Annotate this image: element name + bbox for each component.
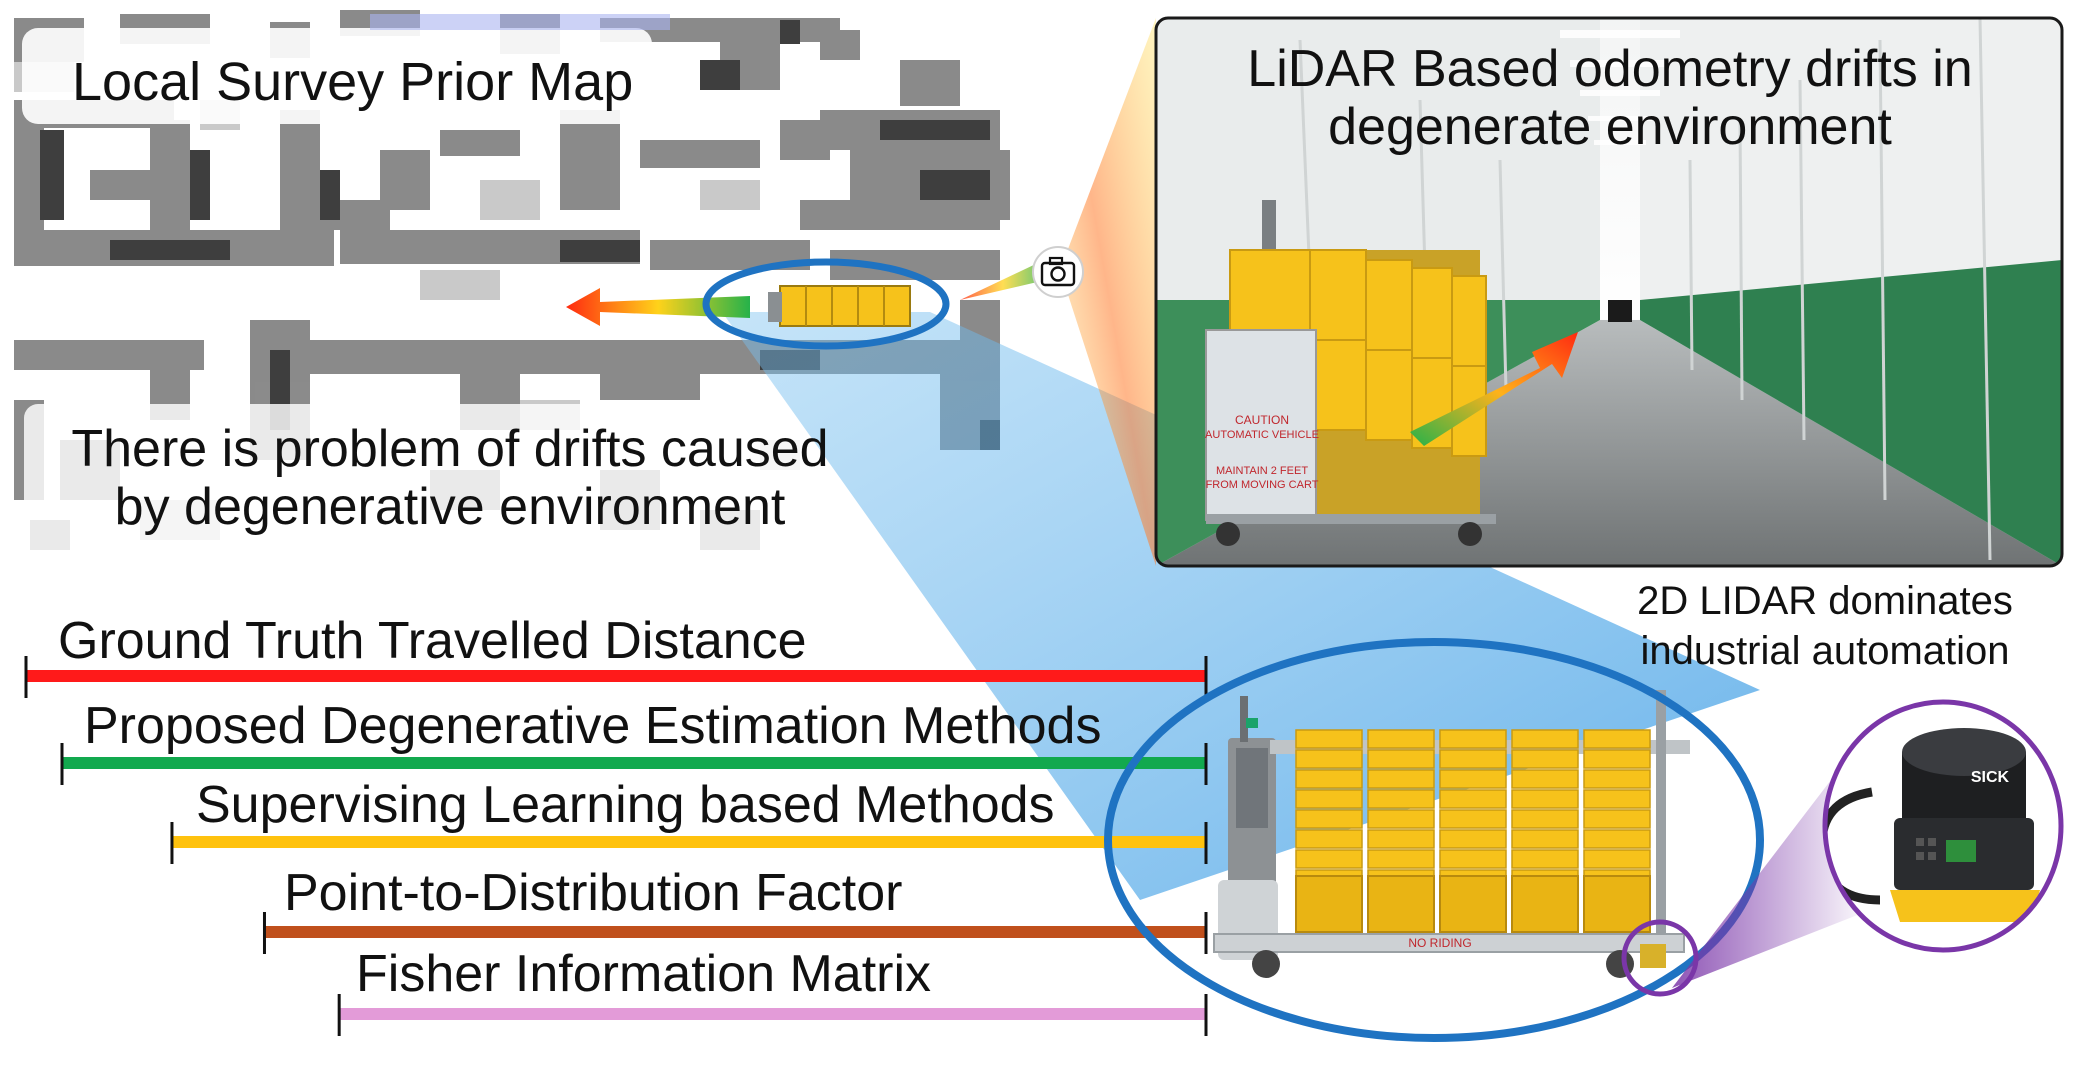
bin	[1295, 849, 1363, 869]
map-title-backdrop	[22, 28, 652, 124]
map-vehicle	[768, 285, 911, 327]
map-vehicle-group	[566, 246, 1084, 350]
bin	[1367, 849, 1435, 869]
bin	[1295, 789, 1363, 809]
corridor-frame	[1154, 16, 2064, 568]
bar-label-supervised: Supervising Learning based Methods	[196, 776, 1055, 834]
bin	[1367, 789, 1435, 809]
bin-stacks	[1295, 729, 1651, 933]
camera-view-cone	[1060, 18, 1156, 566]
map-note: There is problem of drifts caused by deg…	[40, 420, 860, 536]
bin	[1583, 829, 1651, 849]
map-vehicle-ring	[702, 258, 950, 350]
map-note-backdrop	[24, 404, 864, 554]
bin	[1439, 749, 1507, 769]
comparison-bars	[24, 656, 1208, 1036]
lidar-sensor: SICK	[1825, 702, 2061, 950]
bin	[1367, 749, 1435, 769]
bin	[1439, 809, 1507, 829]
camera-beam	[960, 262, 1046, 300]
corridor-photo: CAUTION AUTOMATIC VEHICLE MAINTAIN 2 FEE…	[1060, 16, 2064, 568]
bin	[1439, 789, 1507, 809]
bin	[1511, 749, 1579, 769]
sensor-beam	[1672, 742, 1860, 988]
bin	[1583, 749, 1651, 769]
cart-sign-caution: CAUTION	[1235, 413, 1289, 427]
bin-base	[1511, 875, 1579, 933]
bin	[1295, 749, 1363, 769]
map-note-line-2: by degenerative environment	[114, 478, 786, 537]
bin	[1583, 769, 1651, 789]
cart-sign-maintain: MAINTAIN 2 FEET	[1216, 465, 1308, 477]
bin	[1295, 809, 1363, 829]
bin-base	[1295, 875, 1363, 933]
cart-label-no-riding: NO RIDING	[1408, 936, 1471, 950]
corridor-cart: CAUTION AUTOMATIC VEHICLE MAINTAIN 2 FEE…	[1205, 200, 1496, 546]
bin	[1583, 809, 1651, 829]
bin	[1583, 789, 1651, 809]
bin	[1367, 729, 1435, 749]
bin	[1367, 809, 1435, 829]
cart-sign-from: FROM MOVING CART	[1206, 479, 1319, 491]
map-title: Local Survey Prior Map	[72, 52, 634, 112]
corridor-caption: LiDAR Based odometry drifts in degenerat…	[1150, 40, 2070, 156]
bar-label-fim: Fisher Information Matrix	[356, 945, 932, 1003]
bin	[1295, 729, 1363, 749]
bin-base	[1439, 875, 1507, 933]
prior-map	[14, 10, 1010, 554]
map-note-line-1: There is problem of drifts caused	[71, 420, 829, 478]
bin	[1439, 729, 1507, 749]
bin	[1511, 769, 1579, 789]
bin-base	[1367, 875, 1435, 933]
corridor-drift-arrow	[1410, 332, 1578, 446]
sensor-locator-ring	[1621, 919, 1699, 997]
bar-label-p2d: Point-to-Distribution Factor	[284, 864, 903, 922]
bar-label-ground-truth: Ground Truth Travelled Distance	[58, 612, 807, 670]
map-drift-arrow	[566, 288, 750, 326]
bin	[1511, 829, 1579, 849]
sensor-ring	[1822, 699, 2064, 953]
cart-sign-auto: AUTOMATIC VEHICLE	[1205, 429, 1319, 441]
bin-base	[1583, 875, 1651, 933]
bin	[1583, 729, 1651, 749]
lidar-caption-line-2: industrial automation	[1640, 629, 2010, 673]
corridor-caption-line-2: degenerate environment	[1328, 98, 1892, 157]
lidar-caption-line-1: 2D LIDAR dominates	[1637, 579, 2013, 623]
bin	[1583, 849, 1651, 869]
bin	[1295, 829, 1363, 849]
corridor-caption-line-1: LiDAR Based odometry drifts in	[1247, 40, 1973, 98]
cart-highlight-ring	[1104, 638, 1764, 1042]
bin	[1439, 769, 1507, 789]
bin	[1367, 769, 1435, 789]
cart-closeup: NO RIDING	[1213, 690, 1690, 978]
bin	[1511, 849, 1579, 869]
bin	[1439, 829, 1507, 849]
lidar-caption: 2D LIDAR dominates industrial automation	[1610, 576, 2040, 676]
sensor-brand: SICK	[1971, 769, 2010, 786]
bin	[1511, 809, 1579, 829]
bar-label-proposed: Proposed Degenerative Estimation Methods	[84, 697, 1102, 755]
camera-badge	[1032, 246, 1084, 298]
bin	[1295, 769, 1363, 789]
bin	[1511, 789, 1579, 809]
bin	[1367, 829, 1435, 849]
bin	[1511, 729, 1579, 749]
camera-icon	[1040, 256, 1076, 287]
bin	[1439, 849, 1507, 869]
